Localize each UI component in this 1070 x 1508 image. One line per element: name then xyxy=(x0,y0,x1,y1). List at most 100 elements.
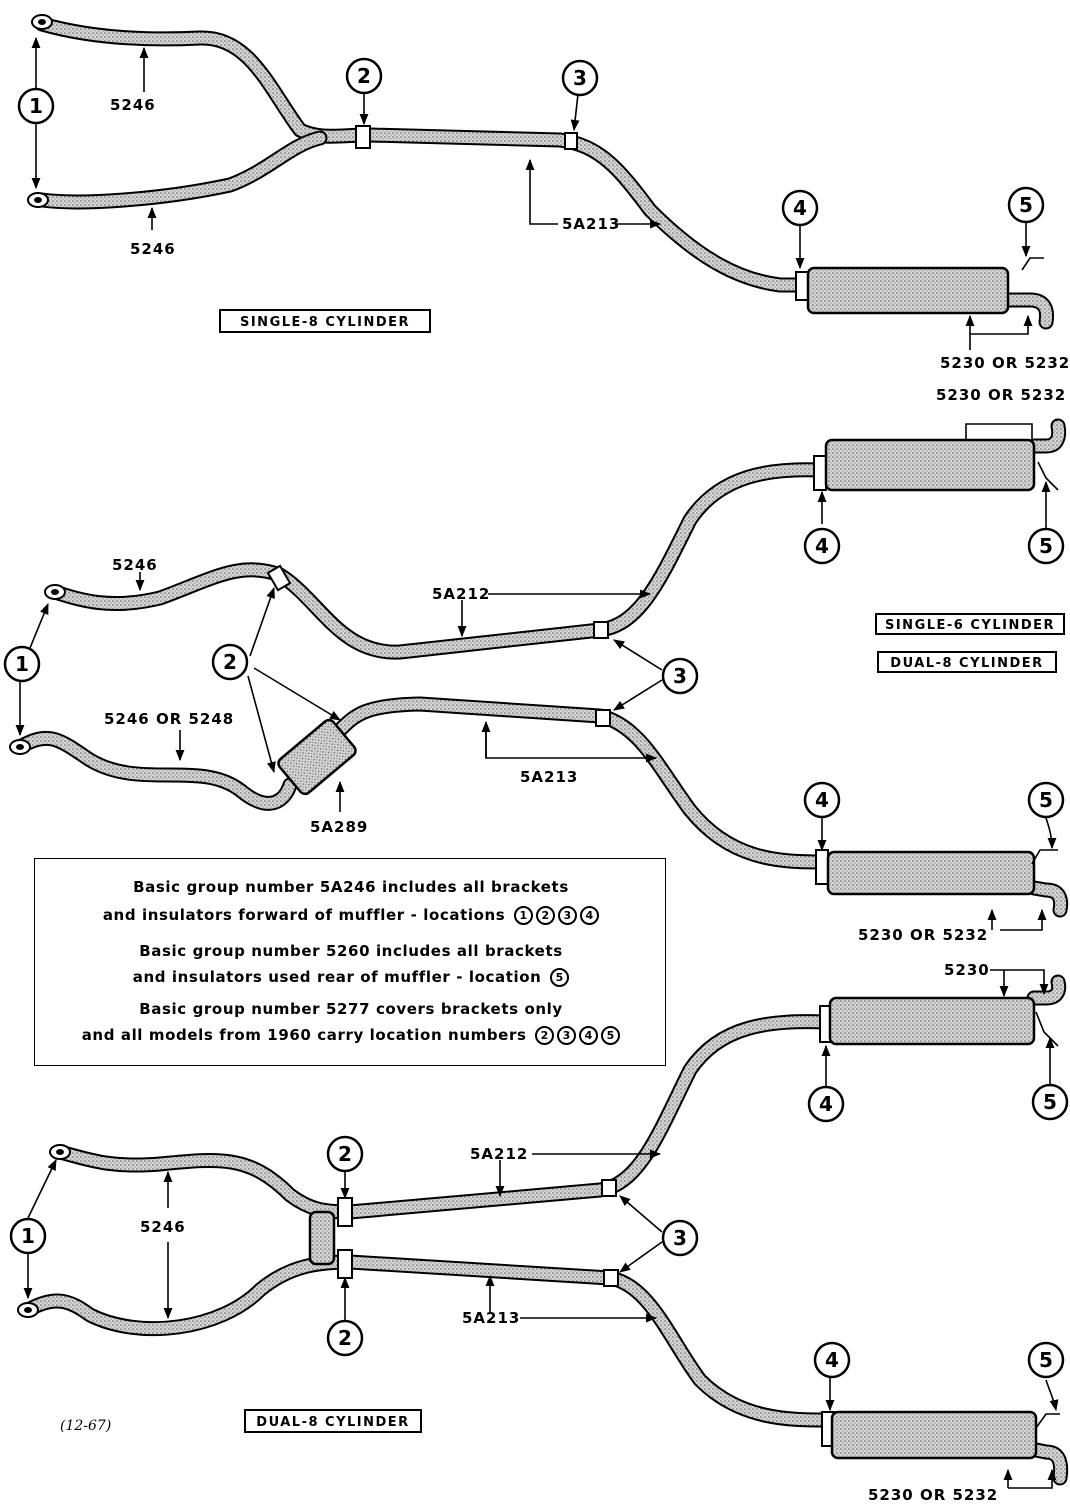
location-number: 4 xyxy=(579,1026,599,1045)
figure-reference: (12-67) xyxy=(60,1418,112,1434)
part-label: 5246 xyxy=(110,96,156,114)
callout-3: 3 xyxy=(661,657,699,695)
location-number: 2 xyxy=(535,1026,555,1045)
svg-text:3: 3 xyxy=(673,664,687,688)
location-number: 4 xyxy=(580,906,600,925)
svg-text:2: 2 xyxy=(357,64,371,88)
part-label: 5246 xyxy=(140,1218,186,1236)
part-label: 5246 xyxy=(112,556,158,574)
svg-text:5: 5 xyxy=(1019,193,1033,217)
callout-circles: 1 2 3 4 5 1 2 3 4 5 4 5 1 2 2 3 4 5 4 5 xyxy=(3,57,1069,1379)
svg-text:2: 2 xyxy=(223,650,237,674)
single8-diagram: 5246 5246 5A213 5230 OR 5232 SINGLE-8 CY… xyxy=(27,14,1070,372)
single8-pipes xyxy=(34,16,1055,330)
single6-diagram: 5246 5246 OR 5248 5A212 5A213 5A289 5230… xyxy=(9,386,1069,944)
dual8-flanges xyxy=(17,1144,71,1318)
svg-text:5: 5 xyxy=(1039,534,1053,558)
single6-titles: SINGLE-6 CYLINDER DUAL-8 CYLINDER xyxy=(875,613,1065,673)
single8-clamps xyxy=(355,125,809,301)
part-label: 5A289 xyxy=(310,818,368,836)
note-line-2-text: and insulators forward of muffler - loca… xyxy=(102,906,506,924)
part-label: 5A213 xyxy=(562,215,620,233)
single8-flanges xyxy=(27,14,53,208)
svg-text:1: 1 xyxy=(21,1224,35,1248)
note-line-2: and insulators forward of muffler - loca… xyxy=(40,906,662,925)
dual8-diagram: 5246 5A212 5A213 5230 5230 OR 5232 DUAL-… xyxy=(17,961,1069,1504)
callout-1: 1 xyxy=(3,645,41,683)
location-number: 3 xyxy=(558,906,578,925)
single6-labels: 5246 5246 OR 5248 5A212 5A213 5A289 5230… xyxy=(104,386,1066,944)
single8-muffler xyxy=(806,257,1044,315)
note-line-6-text: and all models from 1960 carry location … xyxy=(81,1026,527,1044)
callout-3: 3 xyxy=(561,59,599,97)
note-line-5: Basic group number 5277 covers brackets … xyxy=(139,1000,563,1018)
callout-2: 2 xyxy=(345,57,383,95)
part-label: 5230 OR 5232 xyxy=(940,354,1070,372)
callout-5: 5 xyxy=(1027,781,1065,819)
part-label: 5A212 xyxy=(432,585,490,603)
dual8-title-text: DUAL-8 CYLINDER xyxy=(890,656,1043,671)
single6-leaders xyxy=(15,423,1057,931)
callout-2: 2 xyxy=(326,1135,364,1173)
single6-resonator xyxy=(277,718,357,796)
dual8-title: DUAL-8 CYLINDER xyxy=(244,1409,422,1433)
svg-text:4: 4 xyxy=(819,1092,833,1116)
svg-text:4: 4 xyxy=(815,788,829,812)
single6-mufflers xyxy=(824,438,1059,896)
svg-text:4: 4 xyxy=(793,196,807,220)
part-label: 5A212 xyxy=(470,1145,528,1163)
callout-1: 1 xyxy=(9,1217,47,1255)
callout-2: 2 xyxy=(326,1319,364,1357)
location-number: 1 xyxy=(514,906,534,925)
svg-text:2: 2 xyxy=(338,1142,352,1166)
part-label: 5A213 xyxy=(520,768,578,786)
location-number: 5 xyxy=(601,1026,621,1045)
part-label: 5230 OR 5232 xyxy=(858,926,988,944)
callout-5: 5 xyxy=(1031,1083,1069,1121)
svg-text:2: 2 xyxy=(338,1326,352,1350)
dual8-clamps xyxy=(337,1005,835,1447)
callout-2: 2 xyxy=(211,643,249,681)
dual8b-title-text: DUAL-8 CYLINDER xyxy=(256,1415,409,1430)
svg-text:3: 3 xyxy=(573,66,587,90)
dual8-crossover xyxy=(308,1210,336,1266)
svg-text:4: 4 xyxy=(825,1348,839,1372)
part-label: 5246 xyxy=(130,240,176,258)
part-label: 5230 OR 5232 xyxy=(936,386,1066,404)
svg-text:5: 5 xyxy=(1039,788,1053,812)
single8-title-text: SINGLE-8 CYLINDER xyxy=(240,315,410,330)
callout-3: 3 xyxy=(661,1219,699,1257)
part-label: 5230 OR 5232 xyxy=(868,1486,998,1504)
callout-4: 4 xyxy=(803,527,841,565)
note-line-4: and insulators used rear of muffler - lo… xyxy=(40,968,662,987)
part-label: 5230 xyxy=(944,961,990,979)
single6-flanges xyxy=(9,584,66,755)
single8-labels: 5246 5246 5A213 5230 OR 5232 xyxy=(110,96,1070,372)
callout-1: 1 xyxy=(17,87,55,125)
location-number: 5 xyxy=(550,968,570,987)
single6-clamps xyxy=(266,455,829,885)
svg-text:1: 1 xyxy=(29,94,43,118)
svg-text:5: 5 xyxy=(1039,1348,1053,1372)
svg-text:4: 4 xyxy=(815,534,829,558)
dual8-labels: 5246 5A212 5A213 5230 5230 OR 5232 xyxy=(140,961,998,1504)
callout-4: 4 xyxy=(803,781,841,819)
single8-leaders xyxy=(31,36,1033,350)
callout-4: 4 xyxy=(807,1085,845,1123)
note-line-3: Basic group number 5260 includes all bra… xyxy=(139,942,563,960)
single6-title-text: SINGLE-6 CYLINDER xyxy=(885,618,1055,633)
location-number: 2 xyxy=(536,906,556,925)
svg-text:1: 1 xyxy=(15,652,29,676)
note-line-6: and all models from 1960 carry location … xyxy=(40,1026,662,1045)
callout-5: 5 xyxy=(1027,1341,1065,1379)
callout-5: 5 xyxy=(1007,186,1045,224)
svg-text:5: 5 xyxy=(1043,1090,1057,1114)
svg-text:3: 3 xyxy=(673,1226,687,1250)
callout-5: 5 xyxy=(1027,527,1065,565)
callout-4: 4 xyxy=(813,1341,851,1379)
part-label: 5246 OR 5248 xyxy=(104,710,234,728)
part-label: 5A213 xyxy=(462,1309,520,1327)
note-box xyxy=(34,858,666,1066)
location-number: 3 xyxy=(557,1026,577,1045)
